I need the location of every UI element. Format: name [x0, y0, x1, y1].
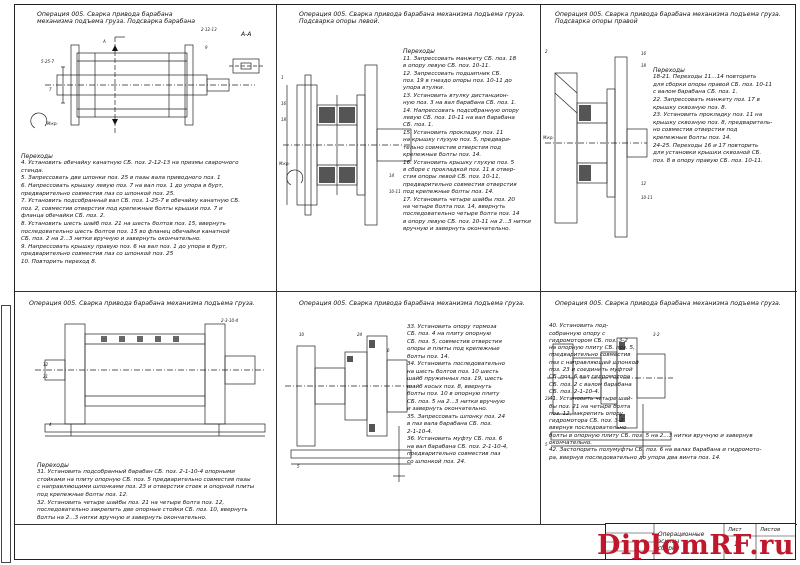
title-block: Операционные эскизы сборки Лист Листов 1…	[605, 523, 796, 560]
panel-6-motor-drawing	[547, 337, 673, 458]
panel-6-title: Операция 005. Сварка привода барабана ме…	[555, 300, 781, 307]
panel-5-label-5: 5	[297, 464, 300, 469]
panel-5-label-24: 24	[357, 332, 363, 337]
panel-6-text: 40. Установить под- собранную опору с ги…	[549, 316, 795, 462]
panel-3: Операция 005. Сварка привода барабана ме…	[541, 5, 797, 292]
panel-5-brake-drawing	[285, 335, 417, 482]
panel-2-label-torque: М₍кр₎	[279, 161, 290, 166]
panel-6: Операция 005. Сварка привода барабана ме…	[541, 292, 797, 525]
panel-3-text-body: 18-21. Переходы 11...14 повторить для сб…	[653, 74, 773, 164]
panel-2-label-16: 16	[281, 101, 287, 106]
side-stamp-strip	[1, 305, 11, 563]
panel-1: Операция 005. Сварка привода барабана ме…	[15, 5, 277, 292]
title-block-sheet-label: Лист	[728, 527, 742, 533]
panel-4-text-body: 31. Установить подсобранный барабан СБ. …	[37, 469, 255, 521]
title-block-sheets-label: Листов	[760, 527, 781, 533]
panel-1-label-2-12-13: 2-12-13	[201, 27, 217, 32]
panel-5-label-6: 6	[387, 348, 390, 353]
panel-6-label-3-2: 3-2	[653, 332, 660, 337]
panel-3-label-10-11: 10-11	[641, 195, 653, 200]
drawing-sheet: Операция 005. Сварка привода барабана ме…	[1, 4, 797, 563]
panel-2-label-18: 18	[281, 117, 287, 122]
panel-1-label-torque: М₍кр₎	[47, 121, 58, 126]
panel-2: Операция 005. Сварка привода барабана ме…	[277, 5, 541, 292]
panel-2-support-drawing	[283, 64, 412, 226]
panel-1-label-9: 9	[205, 45, 208, 50]
panel-2-title: Операция 005. Сварка привода барабана ме…	[299, 11, 525, 25]
panel-3-label-2: 2	[545, 49, 548, 54]
panel-3-label-18: 18	[641, 63, 647, 68]
panel-1-label-5-25-7: 5-25-7	[41, 59, 55, 64]
panel-6-label-21: 21	[545, 396, 551, 401]
panel-3-label-12: 12	[641, 181, 647, 186]
panel-1-label-section: А-А	[241, 31, 252, 38]
panel-4-label-4: 4	[49, 422, 52, 427]
panel-5-text-body: 33. Установить опору тормоза СБ. поз. 4 …	[407, 323, 509, 465]
title-block-grid	[606, 524, 796, 560]
panel-1-drum-drawing	[30, 36, 263, 133]
panel-5-title: Операция 005. Сварка привода барабана ме…	[299, 300, 525, 307]
panel-2-label-14: 14	[389, 173, 395, 178]
panel-6-label-5: 5	[545, 442, 548, 447]
panel-2-label-10-11: 10-11	[389, 189, 401, 194]
panel-5: Операция 005. Сварка привода барабана ме…	[277, 292, 541, 525]
panel-3-label-torque: М₍кр₎	[543, 135, 554, 140]
panel-4-assembly-drawing	[35, 323, 266, 437]
panel-4: Операция 005. Сварка привода барабана ме…	[15, 292, 277, 525]
panel-1-title: Операция 005. Сварка привода барабана ме…	[37, 11, 196, 25]
panel-1-label-arrow: А	[103, 39, 106, 44]
panel-1-text-body: 4. Установить обечайку канатную СБ. поз.…	[21, 160, 241, 265]
panel-4-label-21: 21	[43, 374, 49, 379]
panel-4-label-12: 12	[43, 362, 49, 367]
panel-2-label-1: 1	[281, 75, 284, 80]
watermark-logo: DiplomRF.ru	[596, 530, 794, 561]
title-block-name: Операционные эскизы сборки	[658, 532, 705, 552]
panel-2-text-header: Переходы	[403, 48, 435, 56]
panel-4-label-2-3-10-4: 2-3-10-4	[221, 318, 239, 323]
panel-3-text-header: Переходы	[653, 66, 685, 74]
title-block-sheet-number: 11	[734, 541, 742, 548]
panel-2-text-body: 11. Запрессовать манжету СБ. поз. 18 в о…	[403, 55, 531, 233]
panel-3-label-16: 16	[641, 51, 647, 56]
panel-3-title: Операция 005. Сварка привода барабана ме…	[555, 11, 781, 25]
panel-1-text-header: Переходы	[21, 152, 53, 160]
panel-4-text-header: Переходы	[37, 461, 69, 469]
panel-4-title: Операция 005. Сварка привода барабана ме…	[29, 300, 255, 307]
panel-6-text-body: 40. Установить под- собранную опору с ги…	[549, 323, 762, 461]
panel-1-label-7: 7	[49, 87, 52, 92]
panel-5-text: 33. Установить опору тормоза СБ. поз. 4 …	[407, 316, 539, 466]
panel-5-label-10: 10	[299, 332, 305, 337]
panel-3-support-drawing	[545, 56, 648, 238]
